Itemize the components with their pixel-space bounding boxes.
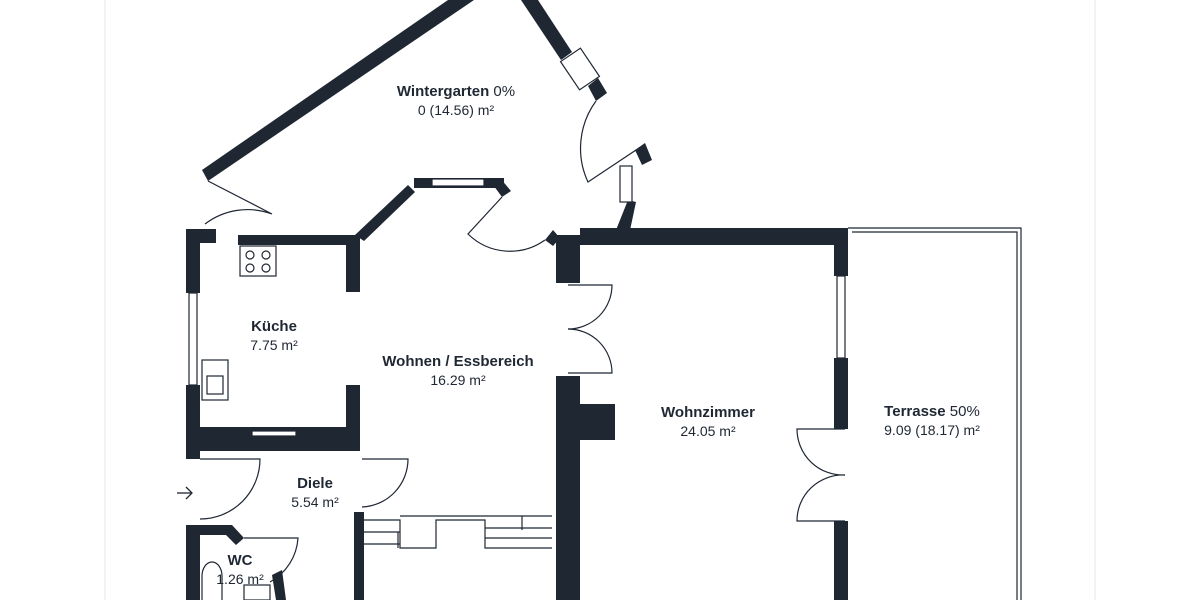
wall-wc-right [272,570,286,600]
wall-center-top [556,235,580,283]
door-wohnen-top [567,284,613,330]
wall-kueche-top [238,235,360,245]
room-label-kueche: Küche 7.75 m² [250,317,297,355]
wall-center-bottom [556,376,580,600]
room-area: 16.29 m² [430,372,486,388]
wall-kueche-top-left [186,229,216,243]
wall-wc-left [186,525,200,600]
wall-kueche-right-top [346,235,360,292]
room-name: Küche [251,318,297,335]
room-name: Wintergarten [396,83,490,100]
room-label-terrasse: Terrasse 50% 9.09 (18.17) m² [884,402,980,440]
wall-bay-right [488,178,511,197]
room-label-wohnen: Wohnen / Essbereich 16.29 m² [382,352,533,390]
wall-wohnzimmer-right-mid [834,358,848,429]
wall-kueche-left-bottom [186,385,200,459]
door-bay [467,196,546,252]
room-area: 0 (14.56) m² [417,102,495,118]
room-name: WC [227,552,253,569]
room-area: 24.05 m² [680,423,736,439]
door-wintergarten-left [204,180,273,225]
room-name: Wohnen / Essbereich [382,353,534,370]
wall-wintergarten-diagonal [202,0,474,181]
terrasse-outline-inner [852,231,1018,600]
room-percent: 50% [949,403,980,420]
room-area: 7.75 m² [250,337,298,353]
window-wintergarten [559,47,601,91]
wall-bay-left [355,185,415,241]
door-wc [244,537,299,583]
window-wintergarten-lower [619,165,633,203]
door-wohnen-bottom [567,328,613,374]
door-terrasse-bottom [796,474,846,522]
wc-sink-icon [243,584,271,600]
door-terrasse-top [796,428,846,476]
wall-wohnzimmer-top [580,228,848,245]
stairs-outline [364,519,552,549]
stove-icon [239,245,277,277]
room-area: 9.09 (18.17) m² [884,422,980,438]
window-bay-top [431,178,485,187]
wall-kueche-right-bottom [346,385,360,435]
toilet-icon [201,561,223,600]
wall-wintergarten-corner [635,143,652,165]
walls [186,0,848,600]
room-label-diele: Diele 5.54 m² [291,474,338,512]
fixtures [188,47,1022,600]
room-percent: 0% [493,83,516,100]
wall-wohnzimmer-right-bottom [834,521,848,600]
room-name: Wohnzimmer [661,404,755,421]
window-kueche [188,292,198,386]
chimney [580,404,615,440]
arrow-right-icon [177,486,193,500]
room-label-wc: WC 1.26 m² [216,551,263,589]
window-wohnzimmer [836,275,846,359]
wall-wintergarten-top-right [521,0,572,60]
door-diele [361,458,409,508]
room-name: Terrasse [884,403,946,420]
terrasse-outline [848,227,1022,600]
wall-wintergarten-segment [588,78,607,101]
room-area: 5.54 m² [291,494,339,510]
room-area: 1.26 m² [216,571,264,587]
door-entry [199,458,261,520]
wall-wintergarten-lower [614,200,636,235]
wall-wohnzimmer-right-top [834,228,848,276]
wall-diele-right [354,512,364,600]
room-label-wintergarten: Wintergarten 0% 0 (14.56) m² [397,82,515,120]
room-label-wohnzimmer: Wohnzimmer 24.05 m² [661,403,755,441]
door-wintergarten-right [579,100,637,183]
window-kueche-bottom [251,430,297,437]
wall-wc-top [186,525,244,545]
sink-icon [201,359,229,401]
room-name: Diele [297,475,333,492]
wall-kueche-left-top [186,229,200,293]
